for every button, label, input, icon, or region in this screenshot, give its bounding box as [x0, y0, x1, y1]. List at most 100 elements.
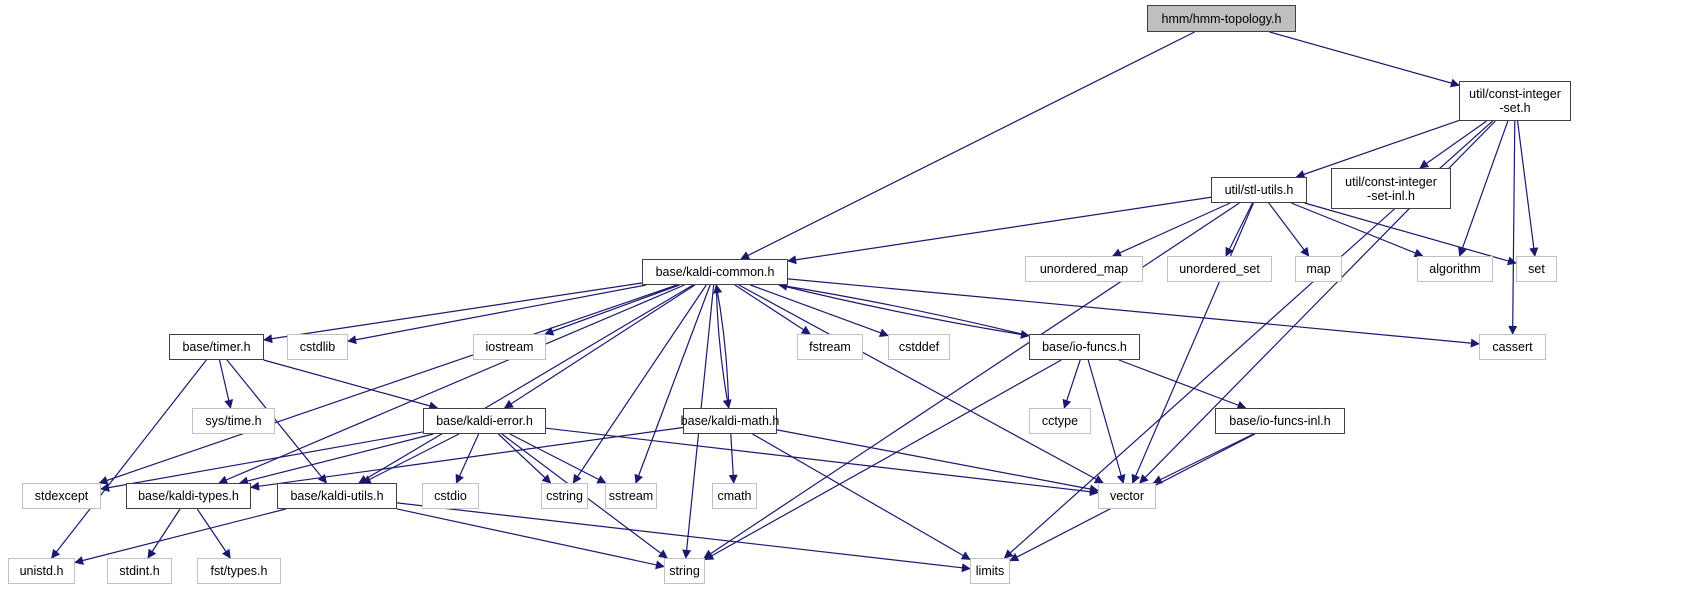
node-types[interactable]: base/kaldi-types.h [126, 483, 251, 509]
edge-stl-to-umap [1111, 202, 1231, 257]
node-umap: unordered_map [1025, 256, 1143, 282]
node-label: base/timer.h [182, 340, 251, 354]
node-label: cstddef [898, 340, 940, 354]
edge-math-to-cmath [728, 433, 738, 484]
node-stdint: stdint.h [107, 558, 172, 584]
edge-error-to-cstring [497, 433, 552, 484]
node-label: unordered_map [1039, 262, 1129, 276]
node-cstring: cstring [541, 483, 588, 509]
node-fstream: fstream [797, 334, 863, 360]
node-cassert: cassert [1479, 334, 1546, 360]
edge-cis-to-stl [1295, 119, 1460, 179]
edge-cis-to-cassert [1508, 120, 1518, 335]
edge-root-to-cis [1269, 31, 1460, 88]
edge-stl-to-algorithm [1291, 202, 1424, 258]
edge-utils-to-string [396, 508, 665, 570]
node-label: sys/time.h [205, 414, 262, 428]
edge-utils-to-unistd [74, 508, 286, 565]
node-string: string [664, 558, 705, 584]
edge-common-to-fstream [734, 284, 811, 335]
edge-common-to-cstring [572, 284, 707, 484]
node-label: iostream [485, 340, 534, 354]
node-label: map [1306, 262, 1331, 276]
edge-common-to-utils [358, 284, 694, 484]
edge-cis-to-set [1516, 120, 1539, 257]
node-common[interactable]: base/kaldi-common.h [642, 259, 788, 285]
node-fsttypes: fst/types.h [197, 558, 281, 584]
node-iofuncs[interactable]: base/io-funcs.h [1029, 334, 1140, 360]
node-label: unistd.h [19, 564, 64, 578]
edge-timer-to-systime [218, 359, 234, 409]
node-label: base/io-funcs-inl.h [1229, 414, 1331, 428]
node-label: util/const-integer -set.h [1469, 87, 1561, 115]
edge-iofuncs-to-string [704, 359, 1062, 561]
node-cstddef: cstddef [888, 334, 950, 360]
edge-common-to-iostream [544, 284, 680, 336]
node-label: util/const-integer -set-inl.h [1345, 174, 1437, 203]
edge-timer-to-error [263, 359, 439, 411]
node-cmath: cmath [712, 483, 757, 509]
node-label: fstream [809, 340, 851, 354]
node-label: stdint.h [119, 564, 160, 578]
node-label: hmm/hmm-topology.h [1161, 11, 1282, 26]
node-label: cmath [717, 489, 752, 503]
node-label: stdexcept [34, 489, 89, 503]
node-iostream: iostream [473, 334, 546, 360]
node-label: fst/types.h [210, 564, 268, 578]
edge-math-to-vector [776, 429, 1099, 494]
node-cisinl[interactable]: util/const-integer -set-inl.h [1331, 168, 1451, 209]
edge-iofuncsinl-to-vector [1152, 433, 1254, 484]
node-set: set [1516, 256, 1557, 282]
node-vector: vector [1098, 483, 1156, 509]
node-root[interactable]: hmm/hmm-topology.h [1147, 5, 1296, 32]
node-map: map [1295, 256, 1342, 282]
node-label: cctype [1041, 414, 1079, 428]
edge-common-to-timer [263, 282, 643, 344]
node-timer[interactable]: base/timer.h [169, 334, 264, 360]
node-label: cstdio [434, 489, 467, 503]
edge-common-to-math [715, 284, 732, 409]
node-error[interactable]: base/kaldi-error.h [423, 408, 546, 434]
node-label: base/kaldi-utils.h [290, 489, 384, 503]
edge-iofuncs-to-cctype [1062, 359, 1081, 409]
node-stl[interactable]: util/stl-utils.h [1211, 177, 1307, 203]
edge-common-to-cstdlib [347, 284, 647, 345]
node-uset: unordered_set [1167, 256, 1272, 282]
edge-timer-to-utils [226, 359, 328, 484]
node-sstream: sstream [605, 483, 657, 509]
edge-types-to-stdint [147, 508, 181, 559]
node-math[interactable]: base/kaldi-math.h [680, 408, 780, 434]
node-stdexcept: stdexcept [22, 483, 101, 509]
edge-math-to-limits [752, 433, 971, 560]
node-iofuncsinl[interactable]: base/io-funcs-inl.h [1215, 408, 1345, 434]
edge-error-to-types [238, 433, 434, 486]
edge-common-to-iofuncs [778, 284, 1030, 339]
node-label: algorithm [1429, 262, 1481, 276]
edge-stl-to-common [787, 196, 1212, 265]
node-label: base/kaldi-common.h [655, 265, 775, 279]
edge-timer-to-unistd [51, 359, 207, 559]
edge-error-to-sstream [509, 433, 607, 484]
edge-utils-to-limits [396, 502, 971, 573]
node-label: cstdlib [299, 340, 336, 354]
node-cis[interactable]: util/const-integer -set.h [1459, 81, 1571, 121]
node-utils[interactable]: base/kaldi-utils.h [277, 483, 397, 509]
edge-common-to-cstddef [750, 284, 889, 338]
edge-stl-to-set [1304, 202, 1517, 266]
node-cstdio: cstdio [422, 483, 479, 509]
edge-error-to-stdexcept [100, 431, 424, 493]
edge-error-to-cstdio [455, 433, 480, 484]
edge-error-to-vector [545, 427, 1099, 497]
edge-iofuncs-to-vector [1087, 359, 1126, 484]
node-label: string [669, 564, 700, 578]
edge-common-to-cassert [787, 278, 1480, 348]
edge-common-to-types [218, 284, 685, 484]
edge-stl-to-map [1268, 202, 1310, 257]
edge-common-to-stdexcept [98, 284, 678, 485]
edge-iofuncs-to-common [778, 281, 1030, 337]
node-label: base/kaldi-math.h [680, 414, 780, 428]
edge-types-to-fsttypes [196, 508, 231, 559]
edge-cis-to-algorithm [1458, 120, 1509, 257]
node-label: base/io-funcs.h [1042, 340, 1127, 354]
